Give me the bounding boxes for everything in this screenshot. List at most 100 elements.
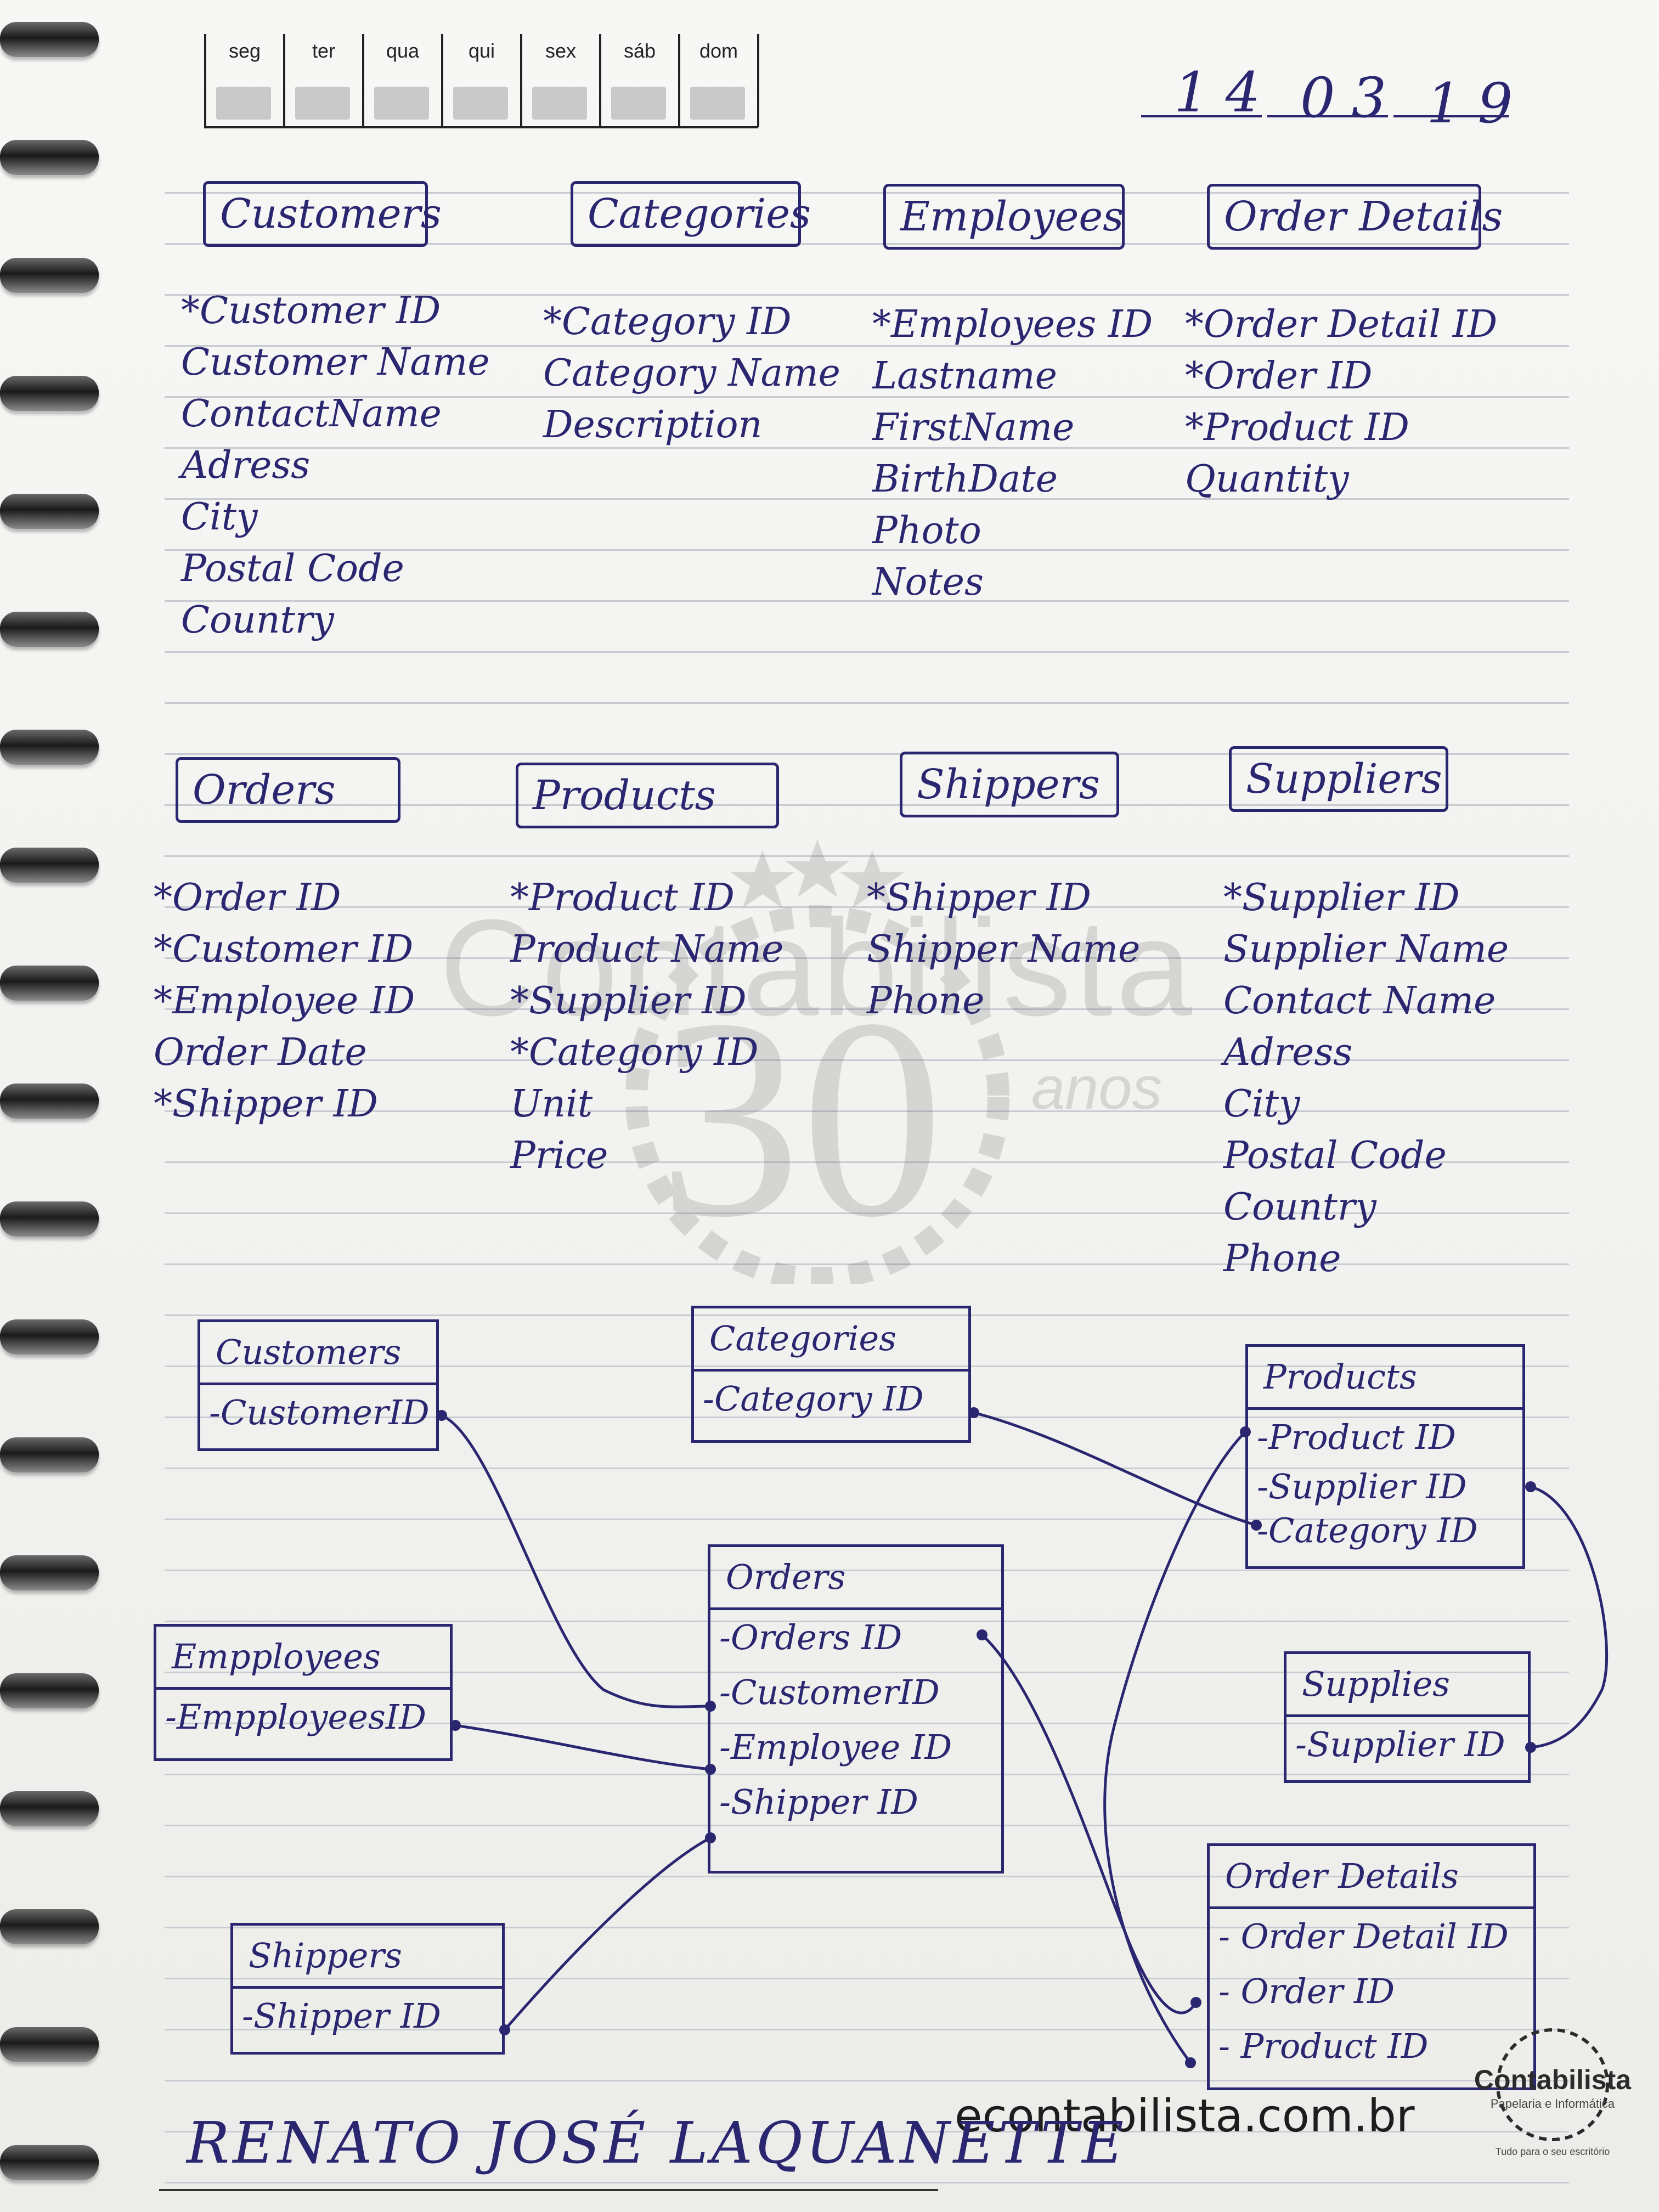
ruled-line (165, 1927, 1569, 1928)
entity-field: - Product ID (1218, 2026, 1429, 2066)
binding-ring (0, 1084, 99, 1119)
ruled-line (165, 600, 1569, 602)
table-title-employees: Employees (883, 184, 1125, 250)
field-item: Adress (1223, 1031, 1353, 1074)
field-item: *Customer ID (181, 289, 441, 332)
table-fields-customers: *Customer ID Customer Name ContactName A… (181, 285, 490, 646)
entity-products: Products -Product ID -Supplier ID -Categ… (1245, 1344, 1525, 1569)
field-item: Unit (510, 1082, 593, 1126)
ruled-line (165, 1570, 1569, 1571)
weekday-checkbox (295, 87, 350, 120)
entity-field: - Order Detail ID (1210, 1906, 1533, 1964)
ruled-line (165, 1978, 1569, 1979)
entity-field: -Category ID (1257, 1510, 1478, 1550)
field-item: *Employees ID (872, 303, 1153, 346)
spiral-binding (0, 0, 99, 2212)
ruled-line (165, 1672, 1569, 1673)
entity-customers: Customers -CustomerID (198, 1319, 439, 1451)
ruled-line (165, 2029, 1569, 2030)
link-orders-orderdetails (980, 1633, 1198, 2015)
binding-ring (0, 1437, 99, 1472)
binding-ring (0, 258, 99, 293)
field-item: *Order ID (1185, 354, 1373, 398)
ruled-line (165, 1314, 1569, 1316)
entity-name: Products (1263, 1357, 1417, 1397)
table-fields-categories: *Category ID Category Name Description (543, 296, 840, 451)
contabilista-logo: Contabilista Papelaria e Informática Tud… (1459, 2024, 1646, 2189)
weekday-label: ter (312, 40, 335, 62)
field-item: Postal Code (181, 547, 404, 590)
ruled-line (165, 1774, 1569, 1775)
entity-field: -CustomerID (200, 1383, 436, 1440)
ruled-line (165, 957, 1569, 959)
ruled-line (165, 549, 1569, 551)
ruled-line (165, 447, 1569, 449)
entity-suppliers: Supplies -Supplier ID (1284, 1651, 1531, 1783)
table-fields-order-details: *Order Detail ID *Order ID *Product ID Q… (1185, 299, 1497, 505)
table-fields-shippers: *Shipper ID Shipper Name Phone (867, 872, 1140, 1027)
ruled-line (165, 1621, 1569, 1622)
watermark-gear-icon (625, 839, 1009, 1284)
entity-employees: Empployees -EmpployeesID (154, 1624, 453, 1761)
ruled-line (165, 192, 1569, 194)
date-month: 03 (1300, 66, 1403, 130)
field-item: Postal Code (1223, 1134, 1447, 1177)
field-item: *Customer ID (154, 928, 414, 971)
table-title-shippers: Shippers (900, 752, 1119, 817)
field-item: Notes (872, 561, 984, 604)
field-item: *Category ID (510, 1031, 759, 1074)
field-item: Country (1223, 1186, 1376, 1229)
weekday-label: dom (699, 40, 738, 62)
weekday-cell: sáb (599, 34, 678, 127)
table-title-orders: Orders (176, 757, 400, 823)
field-item: Adress (181, 444, 311, 487)
link-products-suppliers (1529, 1485, 1609, 1749)
entity-name: Empployees (172, 1637, 381, 1677)
entity-field: -Shipper ID (233, 1986, 502, 2044)
ruled-line (165, 243, 1569, 245)
ruled-line (165, 1161, 1569, 1163)
field-item: *Supplier ID (1223, 876, 1460, 919)
binding-ring (0, 1909, 99, 1944)
entity-name: Customers (216, 1332, 402, 1372)
binding-ring (0, 1555, 99, 1590)
weekday-checkbox (532, 87, 587, 120)
field-item: Order Date (154, 1031, 367, 1074)
weekday-label: seg (228, 40, 261, 62)
field-item: Photo (872, 509, 981, 552)
field-item: *Product ID (1185, 406, 1409, 449)
date-line (1393, 115, 1509, 117)
field-item: Price (510, 1134, 608, 1177)
entity-field: -CustomerID (719, 1672, 940, 1712)
ruled-line (165, 1519, 1569, 1520)
field-item: *Shipper ID (154, 1082, 378, 1126)
binding-ring (0, 966, 99, 1001)
entity-name: Order Details (1225, 1856, 1459, 1896)
weekday-cell: ter (283, 34, 362, 127)
field-item: ContactName (181, 392, 442, 436)
watermark-text: Contabilista (439, 891, 1196, 1044)
ruled-line (165, 1468, 1569, 1469)
table-fields-orders: *Order ID *Customer ID *Employee ID Orde… (154, 872, 415, 1130)
watermark-suffix: anos (1031, 1054, 1163, 1122)
entity-name: Categories (709, 1318, 896, 1358)
link-shippers-orders (503, 1836, 712, 2032)
field-item: *Employee ID (154, 979, 415, 1023)
field-item: Lastname (872, 354, 1057, 398)
entity-field: -Shipper ID (719, 1782, 918, 1822)
binding-ring (0, 22, 99, 57)
logo-gear-icon (1496, 2028, 1609, 2141)
field-item: *Supplier ID (510, 979, 747, 1023)
entity-field: -Supplier ID (1286, 1714, 1528, 1772)
handwritten-date: 14 03 19 (1141, 60, 1520, 136)
weekday-cell: qui (441, 34, 520, 127)
logo-subtitle: Papelaria e Informática (1490, 2097, 1615, 2111)
table-title-products: Products (516, 763, 779, 828)
watermark: Contabilista 30 anos (406, 790, 1229, 1284)
field-item: City (181, 495, 258, 539)
date-line (1267, 115, 1388, 117)
ruled-line (165, 1008, 1569, 1010)
entity-field: -Product ID (1248, 1407, 1522, 1465)
binding-ring (0, 1201, 99, 1237)
weekday-checkbox (690, 87, 745, 120)
